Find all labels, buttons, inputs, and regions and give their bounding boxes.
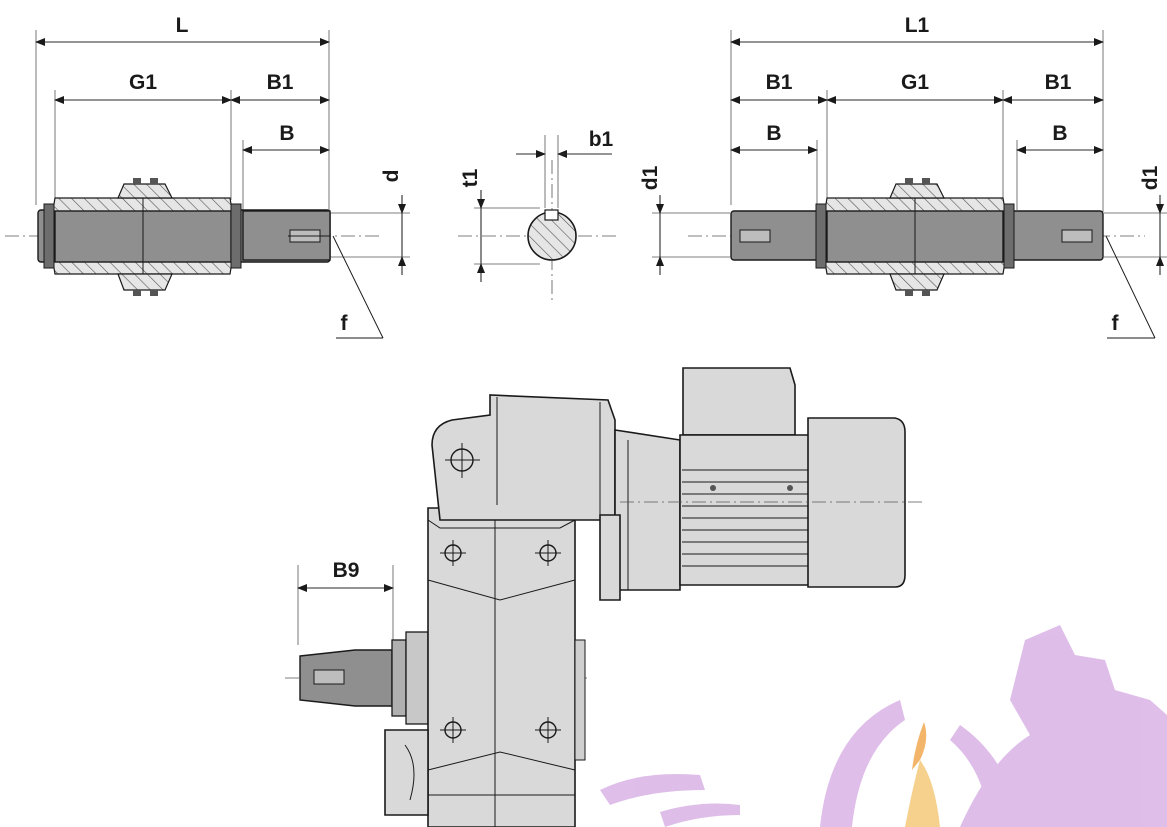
dim-label-t1: t1 [459, 168, 482, 187]
dim-label-L1: L1 [905, 14, 930, 37]
gearmotor-view: B9 [285, 367, 925, 827]
dim-label-G1-right: G1 [901, 71, 929, 94]
dim-label-G1: G1 [129, 71, 157, 94]
motor-cooling-fins [682, 469, 808, 567]
bolt-symbol [440, 540, 466, 566]
dim-label-d: d [380, 170, 403, 183]
bolt-symbol [440, 717, 466, 743]
dim-label-L: L [176, 14, 189, 37]
bolt-symbol [535, 540, 561, 566]
dim-label-f-right: f [1112, 312, 1120, 335]
dim-label-B1-left: B1 [766, 71, 793, 94]
dim-label-b1: b1 [589, 128, 614, 151]
dim-label-B-left: B [766, 122, 781, 145]
dim-label-d1-right: d1 [1139, 165, 1162, 190]
dim-label-B-right: B [1052, 122, 1067, 145]
dim-label-B1: B1 [267, 71, 294, 94]
dim-label-d1-left: d1 [639, 165, 662, 190]
left-view: L G1 B1 B d f [5, 14, 410, 339]
dim-label-B9: B9 [333, 559, 360, 582]
right-view: L1 B1 G1 B1 B B d1 d1 f [639, 14, 1167, 339]
watermark-logo [600, 625, 1167, 827]
section-view: b1 t1 [458, 128, 620, 300]
bolt-symbol [535, 717, 561, 743]
dim-label-B1-right: B1 [1045, 71, 1072, 94]
bolt-symbol [445, 443, 480, 478]
dim-label-B: B [279, 122, 294, 145]
dim-label-f: f [341, 312, 349, 335]
